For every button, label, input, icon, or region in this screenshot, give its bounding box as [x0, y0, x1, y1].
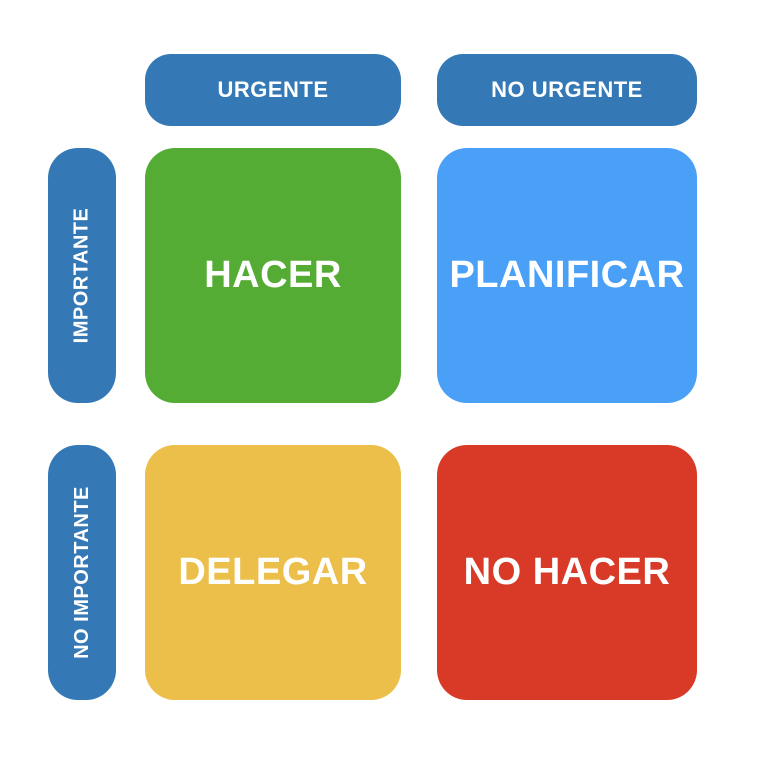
column-header-no-urgente-label: NO URGENTE: [491, 77, 643, 102]
quadrant-planificar-label: PLANIFICAR: [449, 254, 685, 296]
column-header-no-urgente: NO URGENTE: [437, 54, 697, 126]
quadrant-planificar: PLANIFICAR: [437, 148, 697, 403]
quadrant-hacer-label: HACER: [204, 254, 342, 296]
quadrant-no-hacer: NO HACER: [437, 445, 697, 700]
row-header-no-importante-label: NO IMPORTANTE: [70, 486, 93, 659]
quadrant-hacer: HACER: [145, 148, 401, 403]
row-header-no-importante: NO IMPORTANTE: [48, 445, 116, 700]
quadrant-no-hacer-label: NO HACER: [463, 551, 671, 593]
matrix-grid: URGENTE NO URGENTE IMPORTANTE NO IMPORTA…: [48, 54, 697, 700]
column-header-urgente-label: URGENTE: [217, 77, 329, 102]
row-header-importante: IMPORTANTE: [48, 148, 116, 403]
column-header-urgente: URGENTE: [145, 54, 401, 126]
quadrant-delegar-label: DELEGAR: [178, 551, 368, 593]
row-header-importante-label: IMPORTANTE: [70, 207, 93, 344]
quadrant-delegar: DELEGAR: [145, 445, 401, 700]
